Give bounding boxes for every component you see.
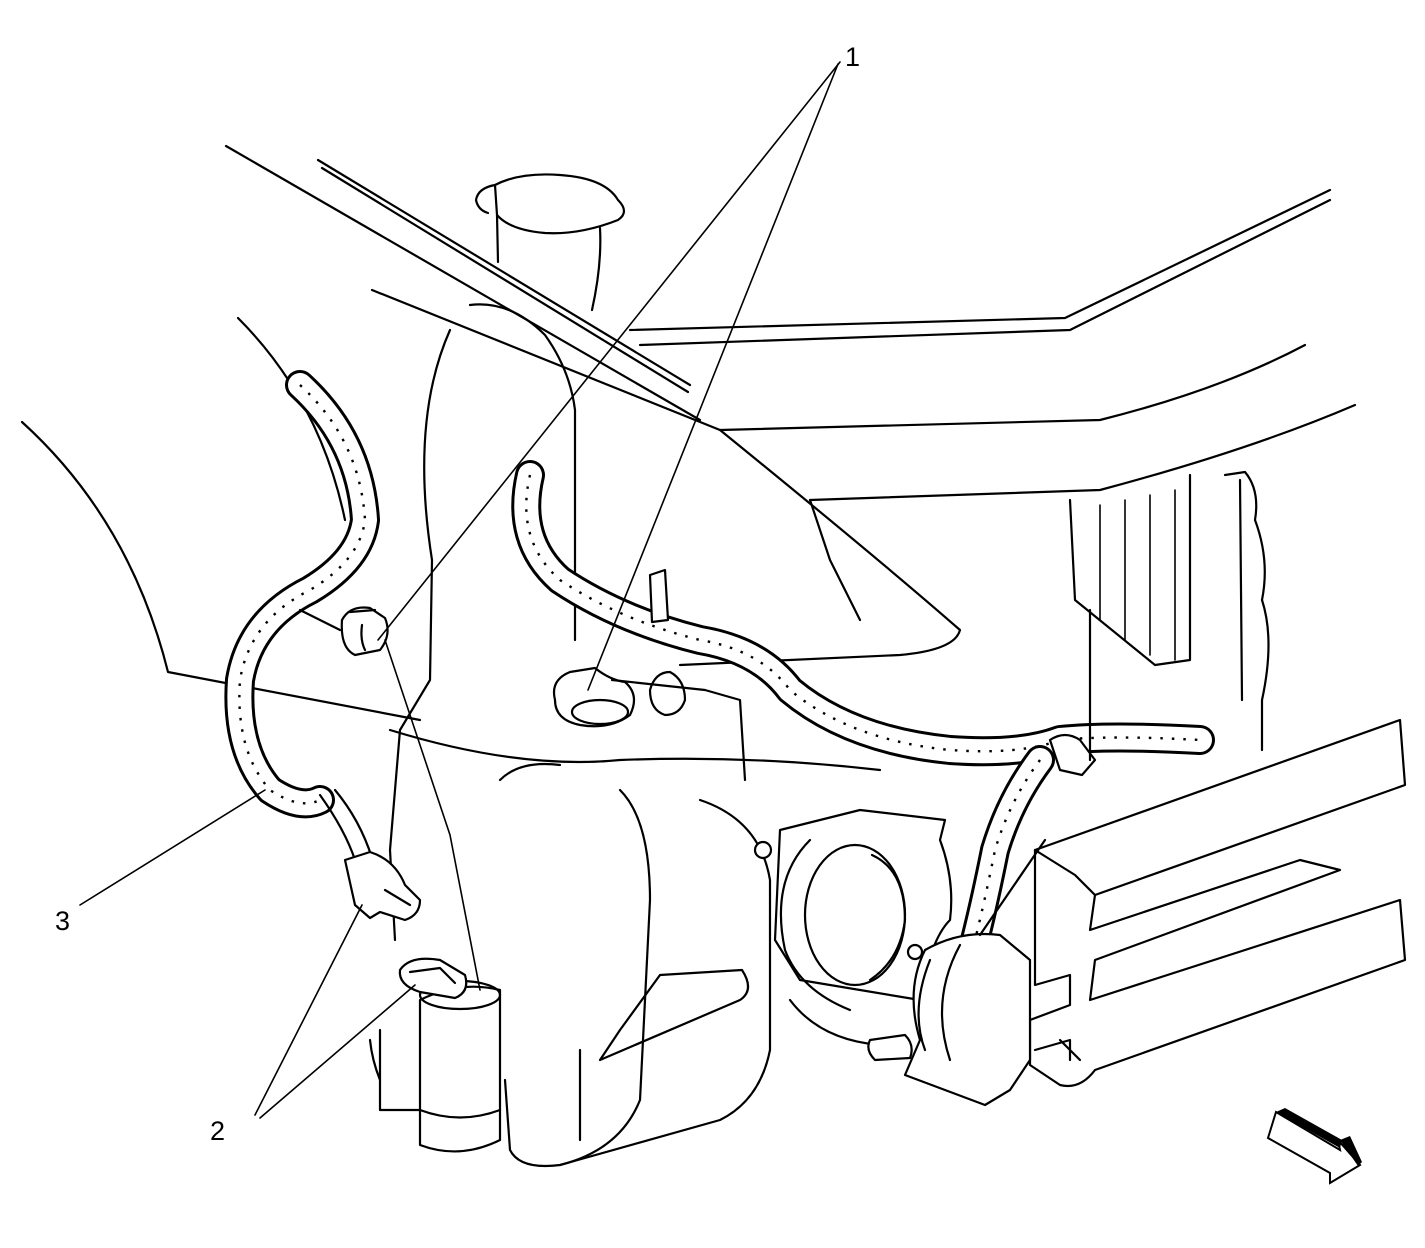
- pump-connector: [343, 850, 422, 922]
- washer-reservoir: [388, 303, 882, 1168]
- front-direction-arrow-icon: [1266, 1108, 1362, 1185]
- radiator-support: [808, 470, 1270, 762]
- leader-lines: [79, 61, 841, 1119]
- callout-3: 3: [55, 906, 71, 936]
- harness-clip: [648, 568, 1097, 777]
- callout-2: 2: [210, 1116, 226, 1146]
- frame-rail: [1028, 718, 1407, 1088]
- callout-1: 1: [845, 42, 861, 72]
- washer-fluid-cap: [474, 173, 626, 312]
- horn-connector-upper: [298, 606, 389, 657]
- grommet: [552, 666, 747, 782]
- horn-front: [867, 838, 1047, 1107]
- wiring-harness-left: [224, 370, 380, 862]
- hood-lines: [224, 144, 1357, 667]
- washer-pump: [368, 957, 502, 1153]
